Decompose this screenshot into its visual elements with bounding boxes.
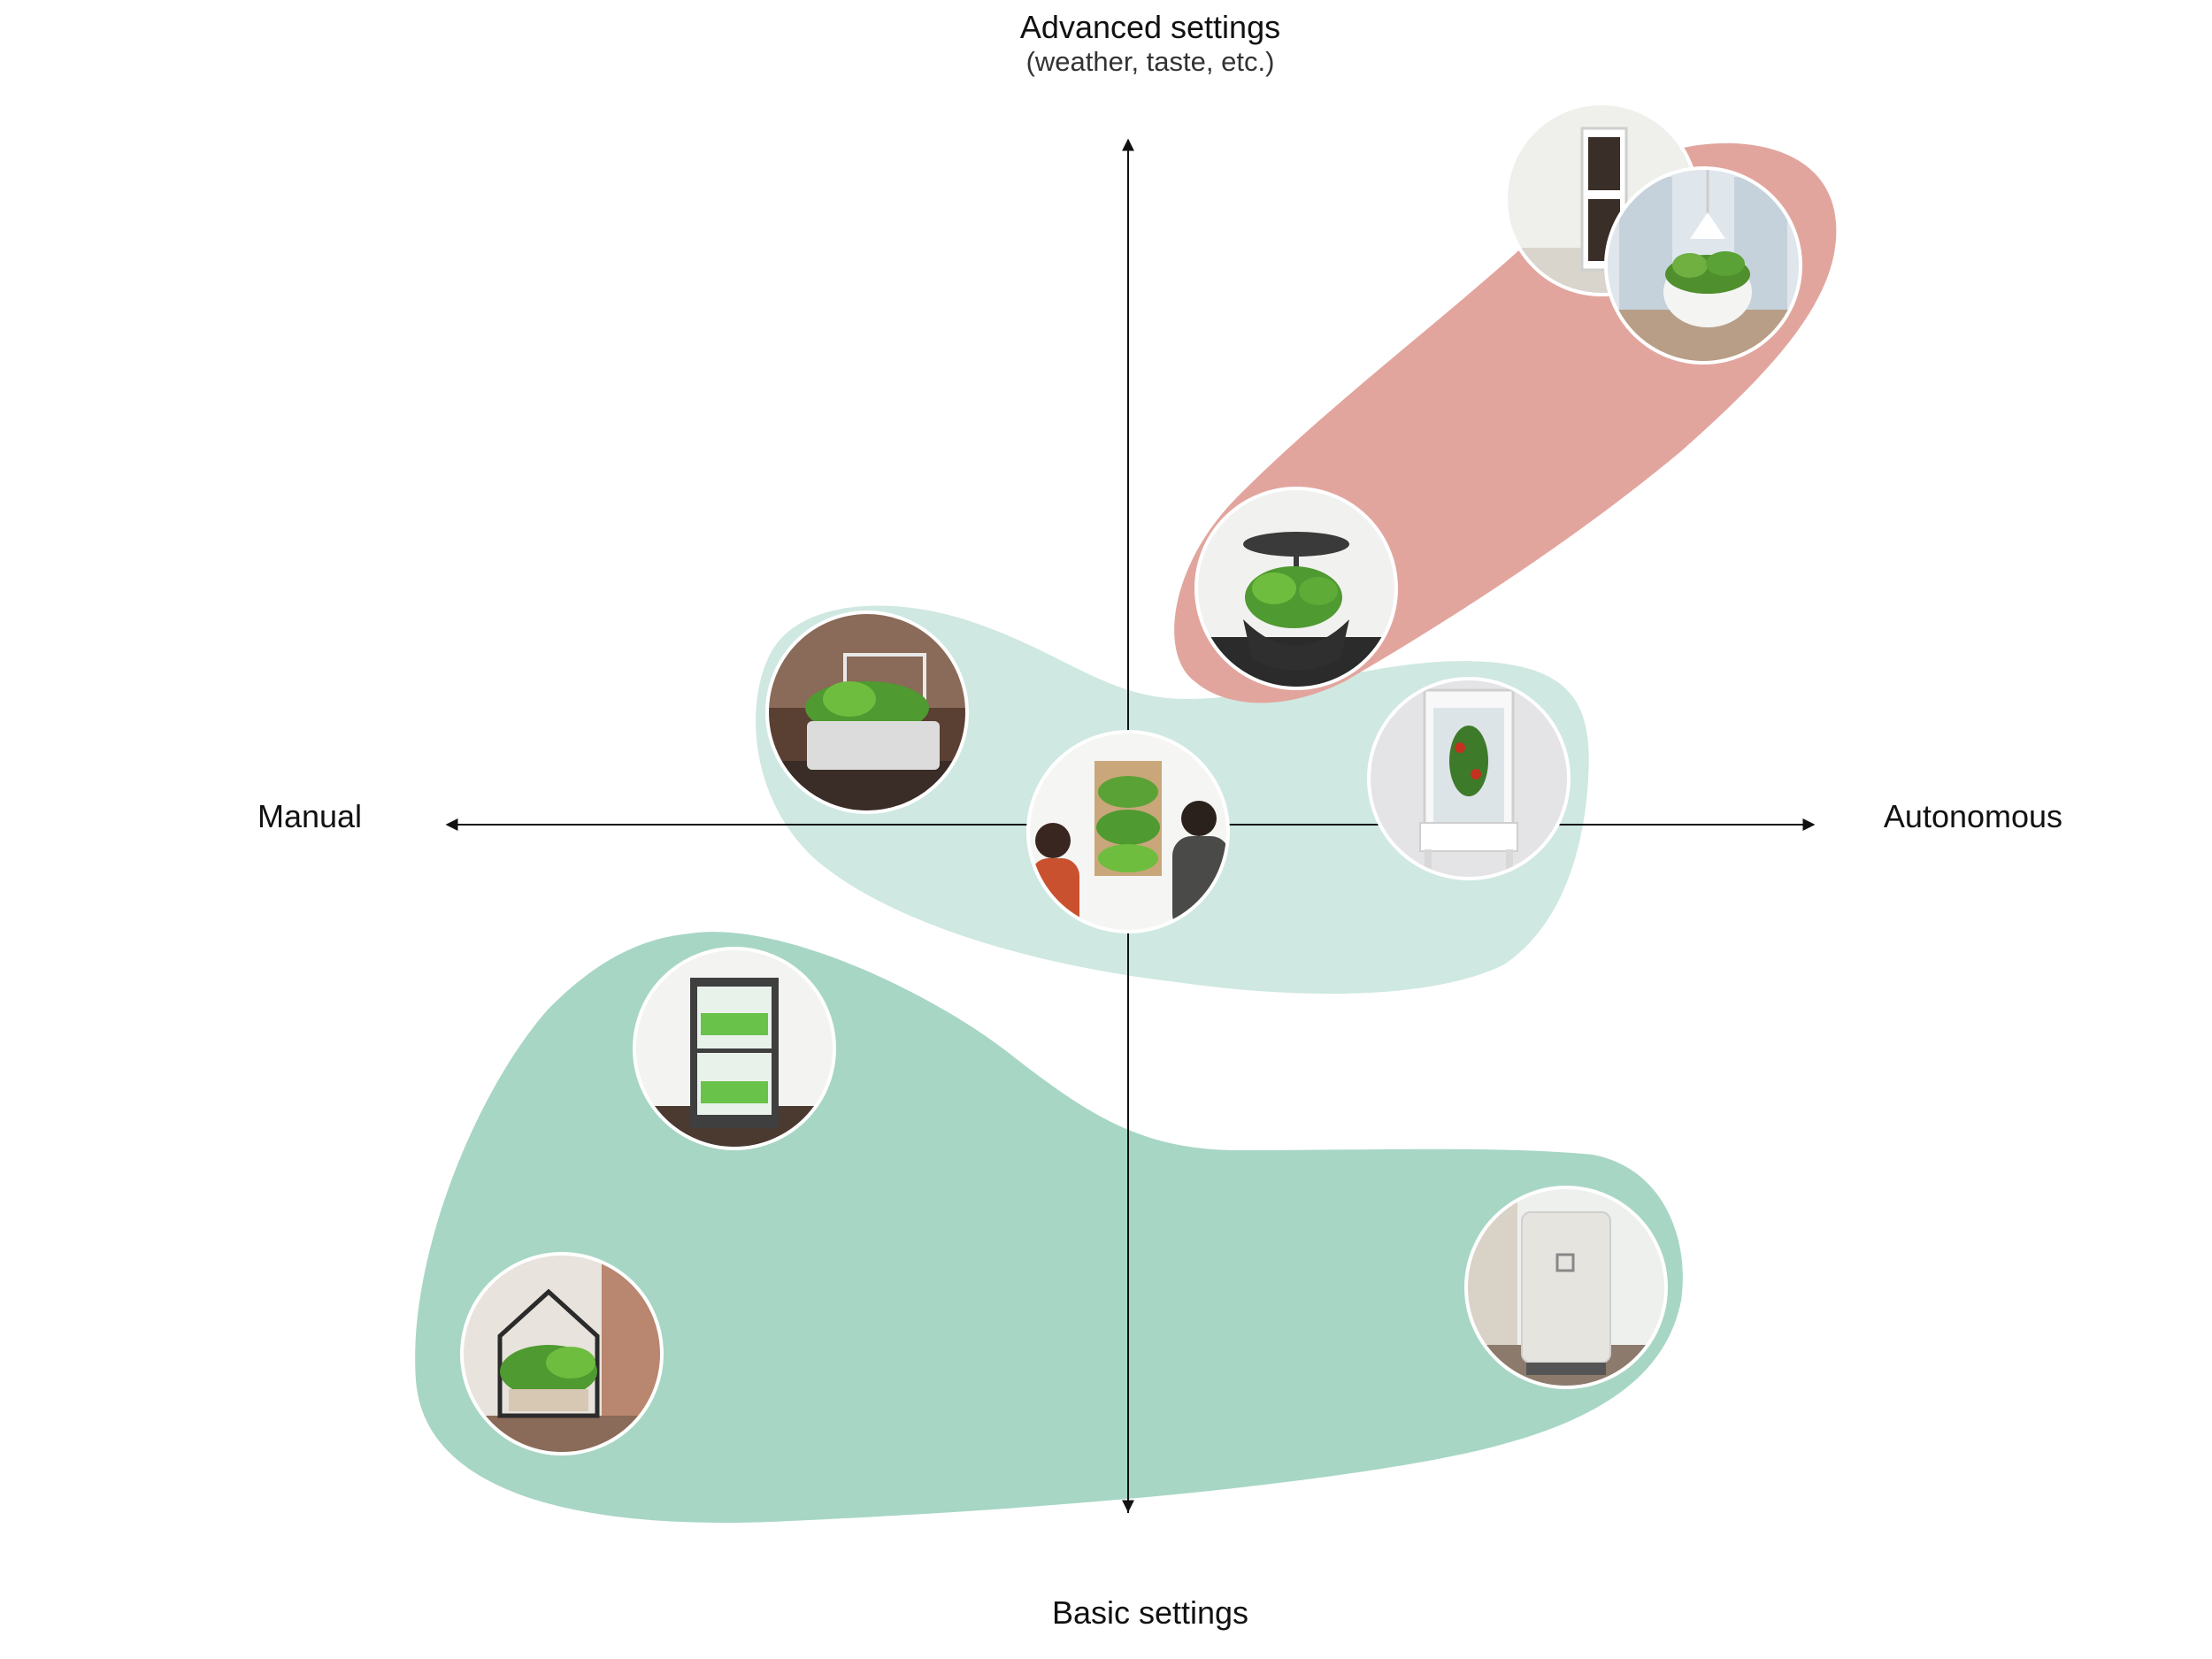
axis-label-right: Autonomous [1883, 798, 2063, 834]
axis-label-top: Advanced settings [1019, 9, 1281, 45]
product-photo-glass-tower-grower [1367, 677, 1571, 880]
product-photo-dome-herb-planter [1194, 487, 1398, 690]
product-photo-undercounter-microgreens [633, 947, 836, 1150]
axis-label-top-sub: (weather, taste, etc.) [1025, 46, 1275, 77]
axis-label-bottom: Basic settings [1051, 1594, 1249, 1631]
product-photo-vertical-wall-garden [1026, 730, 1230, 933]
axis-label-left: Manual [257, 798, 363, 834]
product-photo-appliance-cabinet-grower [1464, 1186, 1668, 1389]
product-photo-smart-pendant-planter [1604, 166, 1802, 365]
product-photo-house-frame-planter [460, 1252, 664, 1455]
product-photo-countertop-herb-garden [765, 611, 969, 814]
